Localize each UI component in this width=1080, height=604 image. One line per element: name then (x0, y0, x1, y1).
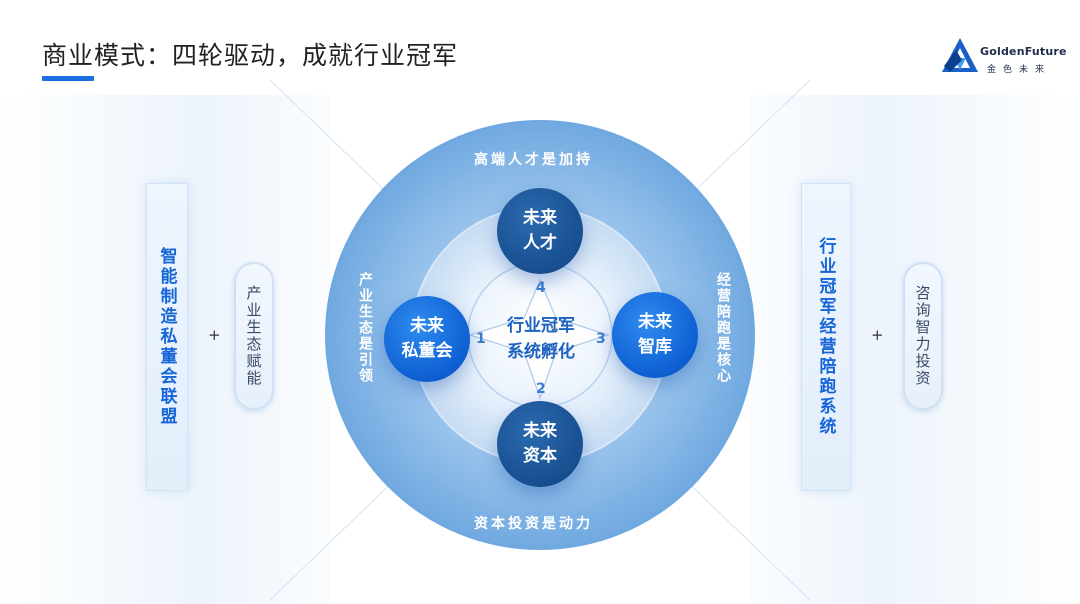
node-bottom-line2: 资本 (523, 446, 557, 466)
left-card-text: 智能制造私董会联盟 (156, 247, 177, 427)
left-pill: 产业生态赋能 (234, 262, 274, 410)
right-pill-text: 咨询智力投资 (913, 285, 932, 387)
node-bottom-line1: 未来 (523, 421, 557, 441)
number-right: 3 (596, 331, 606, 347)
center-title-line1: 行业冠军 (507, 316, 575, 336)
number-top: 4 (536, 280, 546, 296)
node-future-capital: 未来 资本 (497, 401, 583, 487)
left-plus-sign: + (208, 326, 221, 344)
page-title: 商业模式：四轮驱动，成就行业冠军 (42, 41, 459, 70)
node-left-line2: 私董会 (401, 341, 453, 361)
ring-label-top: 高端人才是加持 (474, 152, 593, 168)
number-bottom: 2 (536, 381, 546, 397)
right-card: 行业冠军经营陪跑系统 (801, 183, 851, 491)
node-future-talent: 未来 人才 (497, 188, 583, 274)
right-card-text: 行业冠军经营陪跑系统 (815, 237, 836, 437)
ring-label-left: 产业生态是引领 (357, 272, 373, 384)
node-top-line1: 未来 (523, 208, 557, 228)
node-left-line1: 未来 (410, 316, 444, 336)
ring-label-right: 经营陪跑是核心 (715, 272, 731, 384)
left-card: 智能制造私董会联盟 (146, 183, 188, 491)
center-title-line2: 系统孵化 (507, 342, 575, 362)
logo-english-text: GoldenFuture (980, 45, 1067, 58)
right-plus-sign: + (871, 326, 884, 344)
node-future-board: 未来 私董会 (384, 296, 470, 382)
node-top-line2: 人才 (523, 233, 557, 253)
ring-label-bottom: 资本投资是动力 (474, 516, 593, 532)
logo-mark-icon (942, 38, 978, 72)
number-left: 1 (476, 331, 486, 347)
center-star (468, 278, 610, 400)
logo-chinese-text: 金色未来 (987, 65, 1052, 75)
title-underline (42, 76, 94, 81)
node-right-line2: 智库 (638, 337, 672, 357)
center-title: 行业冠军 系统孵化 (486, 313, 596, 365)
node-future-thinktank: 未来 智库 (612, 292, 698, 378)
left-pill-text: 产业生态赋能 (244, 285, 263, 387)
node-right-line1: 未来 (638, 312, 672, 332)
company-logo: GoldenFuture 金色未来 (940, 36, 1070, 76)
right-pill: 咨询智力投资 (903, 262, 943, 410)
